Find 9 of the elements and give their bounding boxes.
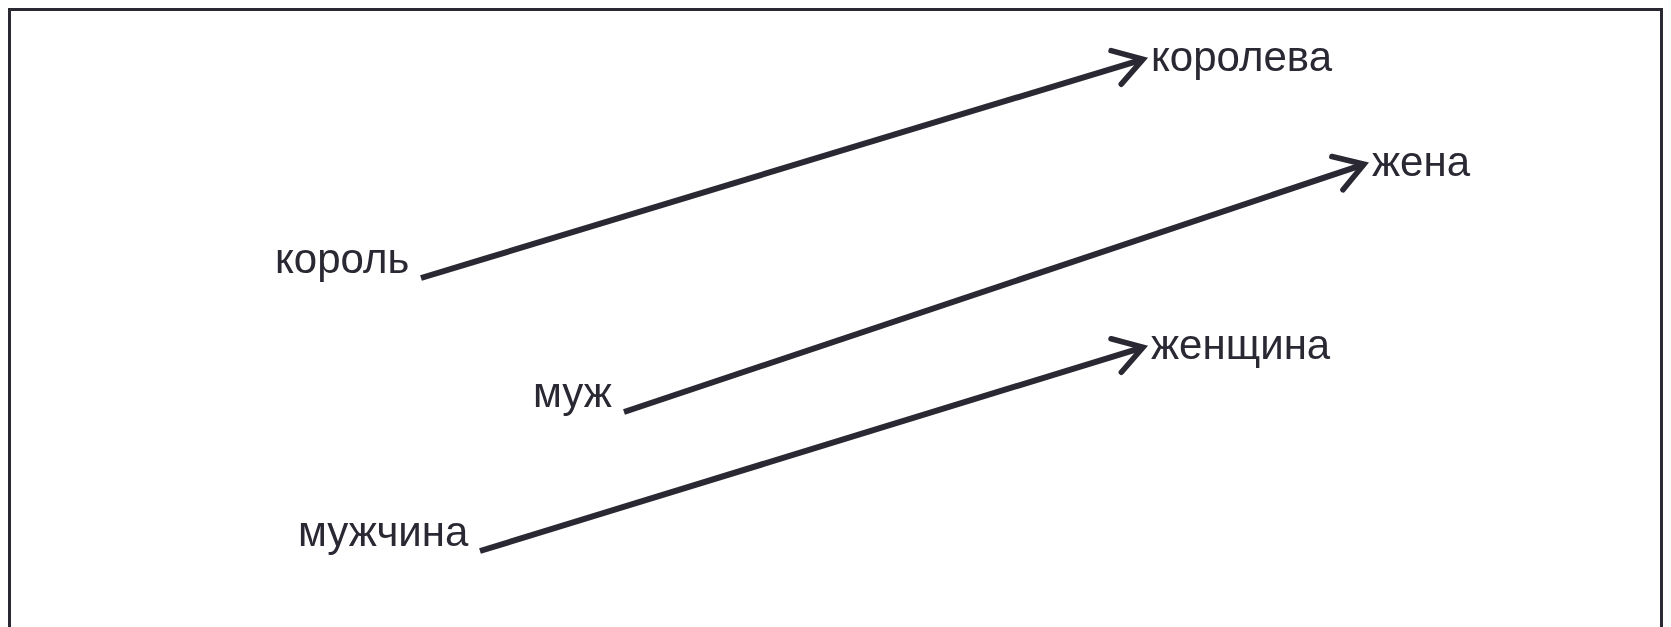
word-label: женщина [1151,322,1331,368]
word-label: король [275,236,410,282]
word-label: мужчина [298,509,469,555]
arrow [420,47,1146,281]
word-label: муж [533,370,612,416]
arrow [479,336,1146,554]
word-label: королева [1151,34,1333,80]
arrow [623,153,1367,415]
word-label: жена [1372,139,1470,185]
